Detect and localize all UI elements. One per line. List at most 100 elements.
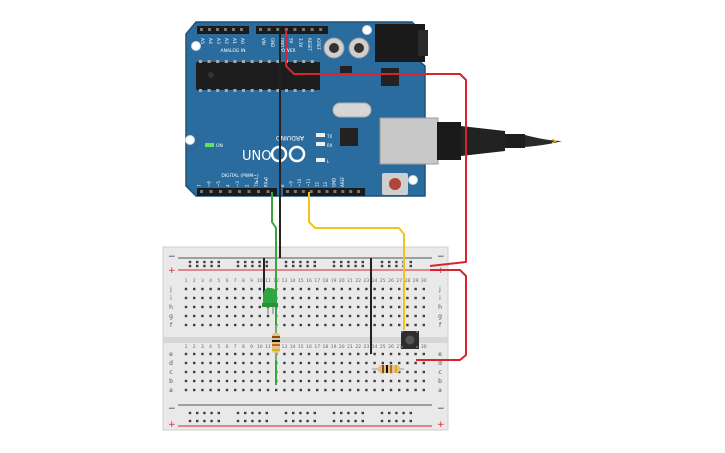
row-letter: b [438, 378, 442, 385]
breadboard-hole [406, 323, 409, 327]
breadboard-hole [348, 361, 352, 365]
chip-leg [242, 60, 245, 63]
breadboard-hole [266, 352, 270, 356]
column-number: 2 [193, 344, 196, 350]
breadboard-hole [284, 411, 288, 415]
power-pin-label: 3.3V [298, 38, 303, 47]
usb-plug [437, 122, 461, 160]
breadboard-hole [389, 388, 393, 392]
breadboard-hole [409, 264, 412, 268]
rail-plus-label: + [168, 420, 176, 430]
breadboard-hole [217, 361, 220, 365]
breadboard-hole [234, 379, 237, 383]
digital-pin-label: 12 [314, 181, 319, 187]
breadboard-hole [258, 323, 261, 327]
column-number: 11 [265, 278, 271, 284]
column-number: 19 [331, 278, 337, 284]
digital-pin-label: ~3 [235, 181, 240, 187]
header-pin [219, 190, 222, 193]
breadboard-hole [184, 388, 188, 392]
header-pin [257, 190, 260, 193]
rail-minus-label: − [168, 252, 176, 262]
l-led [316, 158, 325, 162]
breadboard-hole [313, 264, 316, 268]
power-pin-label: GND [270, 38, 275, 47]
breadboard-hole [316, 352, 319, 356]
column-number: 1 [185, 278, 188, 284]
pushbutton-corner [416, 346, 418, 348]
breadboard-hole [291, 323, 294, 327]
breadboard-hole [291, 296, 294, 300]
breadboard-hole [365, 305, 368, 309]
tx-label: TX [326, 134, 332, 139]
column-number: 18 [323, 344, 329, 350]
digital-pin-label: 2 [245, 184, 250, 187]
power-jack-lip [418, 30, 428, 56]
breadboard-hole [414, 352, 417, 356]
breadboard-hole [332, 361, 335, 365]
column-number: 5 [217, 278, 220, 284]
header-pin [286, 190, 289, 193]
breadboard-hole [291, 379, 294, 383]
breadboard-hole [402, 411, 405, 415]
column-number: 3 [201, 278, 204, 284]
resistor-band [386, 365, 388, 373]
capacitor-top [329, 43, 339, 53]
breadboard-hole [258, 264, 261, 268]
breadboard-hole [354, 419, 357, 423]
breadboard-hole [203, 419, 206, 423]
breadboard-hole [201, 296, 204, 300]
column-number: 27 [396, 344, 402, 350]
breadboard-hole [348, 379, 352, 383]
column-number: 22 [355, 278, 361, 284]
breadboard-hole [217, 370, 220, 374]
breadboard-hole [196, 411, 199, 415]
chip-leg [302, 60, 306, 63]
breadboard-hole [357, 323, 360, 327]
breadboard-hole [307, 361, 311, 365]
breadboard-hole [324, 323, 327, 327]
breadboard-hole [242, 305, 245, 309]
row-letter: f [170, 322, 173, 329]
breadboard-hole [365, 323, 368, 327]
breadboard-hole [234, 388, 237, 392]
breadboard-hole [299, 361, 302, 365]
breadboard-hole [209, 370, 212, 374]
header-pin [208, 28, 211, 31]
breadboard-hole [398, 388, 401, 392]
breadboard-hole [332, 264, 336, 268]
breadboard-hole [357, 388, 360, 392]
breadboard-hole [266, 379, 270, 383]
column-number: 19 [331, 344, 337, 350]
breadboard-hole [414, 287, 417, 291]
chip-leg [267, 89, 271, 92]
breadboard-hole [406, 370, 409, 374]
digital-pin-label: AREF [340, 176, 345, 187]
header-pin [317, 190, 321, 193]
breadboard-hole [316, 296, 319, 300]
breadboard-hole [258, 379, 261, 383]
breadboard-hole [406, 352, 409, 356]
breadboard-hole [348, 305, 352, 309]
column-number: 9 [250, 278, 253, 284]
rail-minus-label: − [168, 404, 176, 414]
header-pin [238, 190, 241, 193]
breadboard-hole [389, 361, 393, 365]
header-pin [224, 28, 227, 31]
breadboard-hole [381, 323, 384, 327]
breadboard-hole [236, 419, 240, 423]
breadboard-hole [422, 323, 425, 327]
mounting-hole [185, 135, 195, 145]
column-number: 8 [242, 278, 245, 284]
breadboard-hole [422, 361, 425, 365]
l-label: L [327, 159, 330, 164]
breadboard-hole [209, 352, 212, 356]
digital-pin-label: ~10 [297, 178, 302, 187]
breadboard-hole [209, 314, 212, 318]
breadboard-hole [414, 361, 417, 365]
on-led [205, 143, 214, 147]
breadboard-hole [203, 411, 206, 415]
analog-header [197, 26, 249, 34]
breadboard-hole [306, 419, 309, 423]
breadboard-hole [324, 379, 327, 383]
